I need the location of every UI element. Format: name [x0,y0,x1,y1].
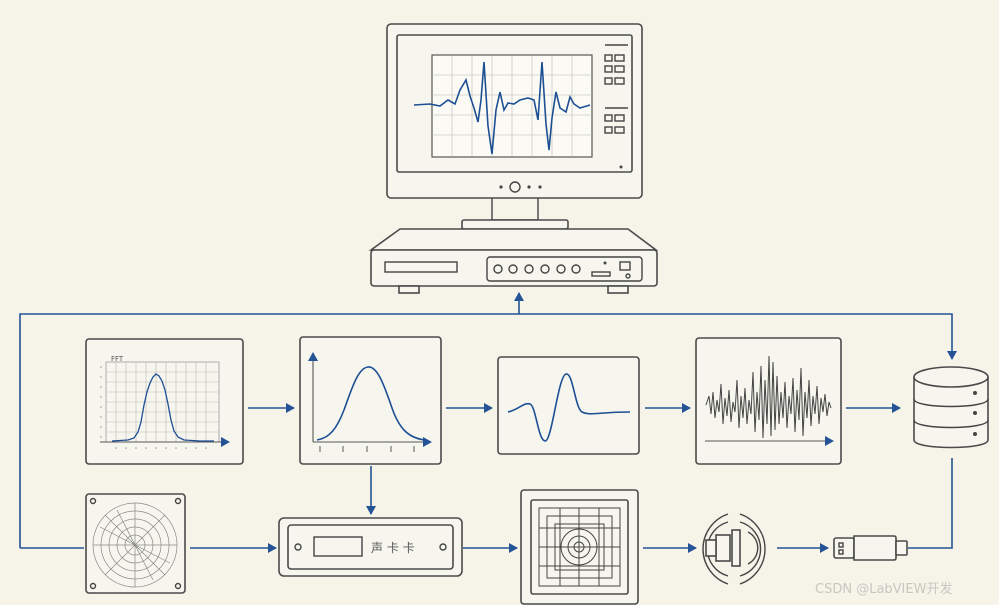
flow-connectors [19,292,957,553]
gaussian-curve-panel [299,336,442,465]
fft-panel: FFT [85,338,244,465]
sound-card-icon: 声 卡 卡 [278,517,463,577]
watermark-text: CSDN @LabVIEW开发 [815,581,952,597]
sound-card-label: 声 卡 卡 [371,541,415,555]
pulse-waveform-panel [497,356,640,455]
database-icon [913,366,989,449]
daq-box-icon [368,228,659,294]
monitor-icon [386,23,643,230]
sensor-array-icon [85,493,186,594]
noisy-signal-panel [695,337,842,465]
fft-title: FFT [111,355,124,363]
ultrasonic-probe-icon [702,513,766,585]
coil-grid-icon [520,489,639,605]
usb-plug-icon [833,535,908,561]
